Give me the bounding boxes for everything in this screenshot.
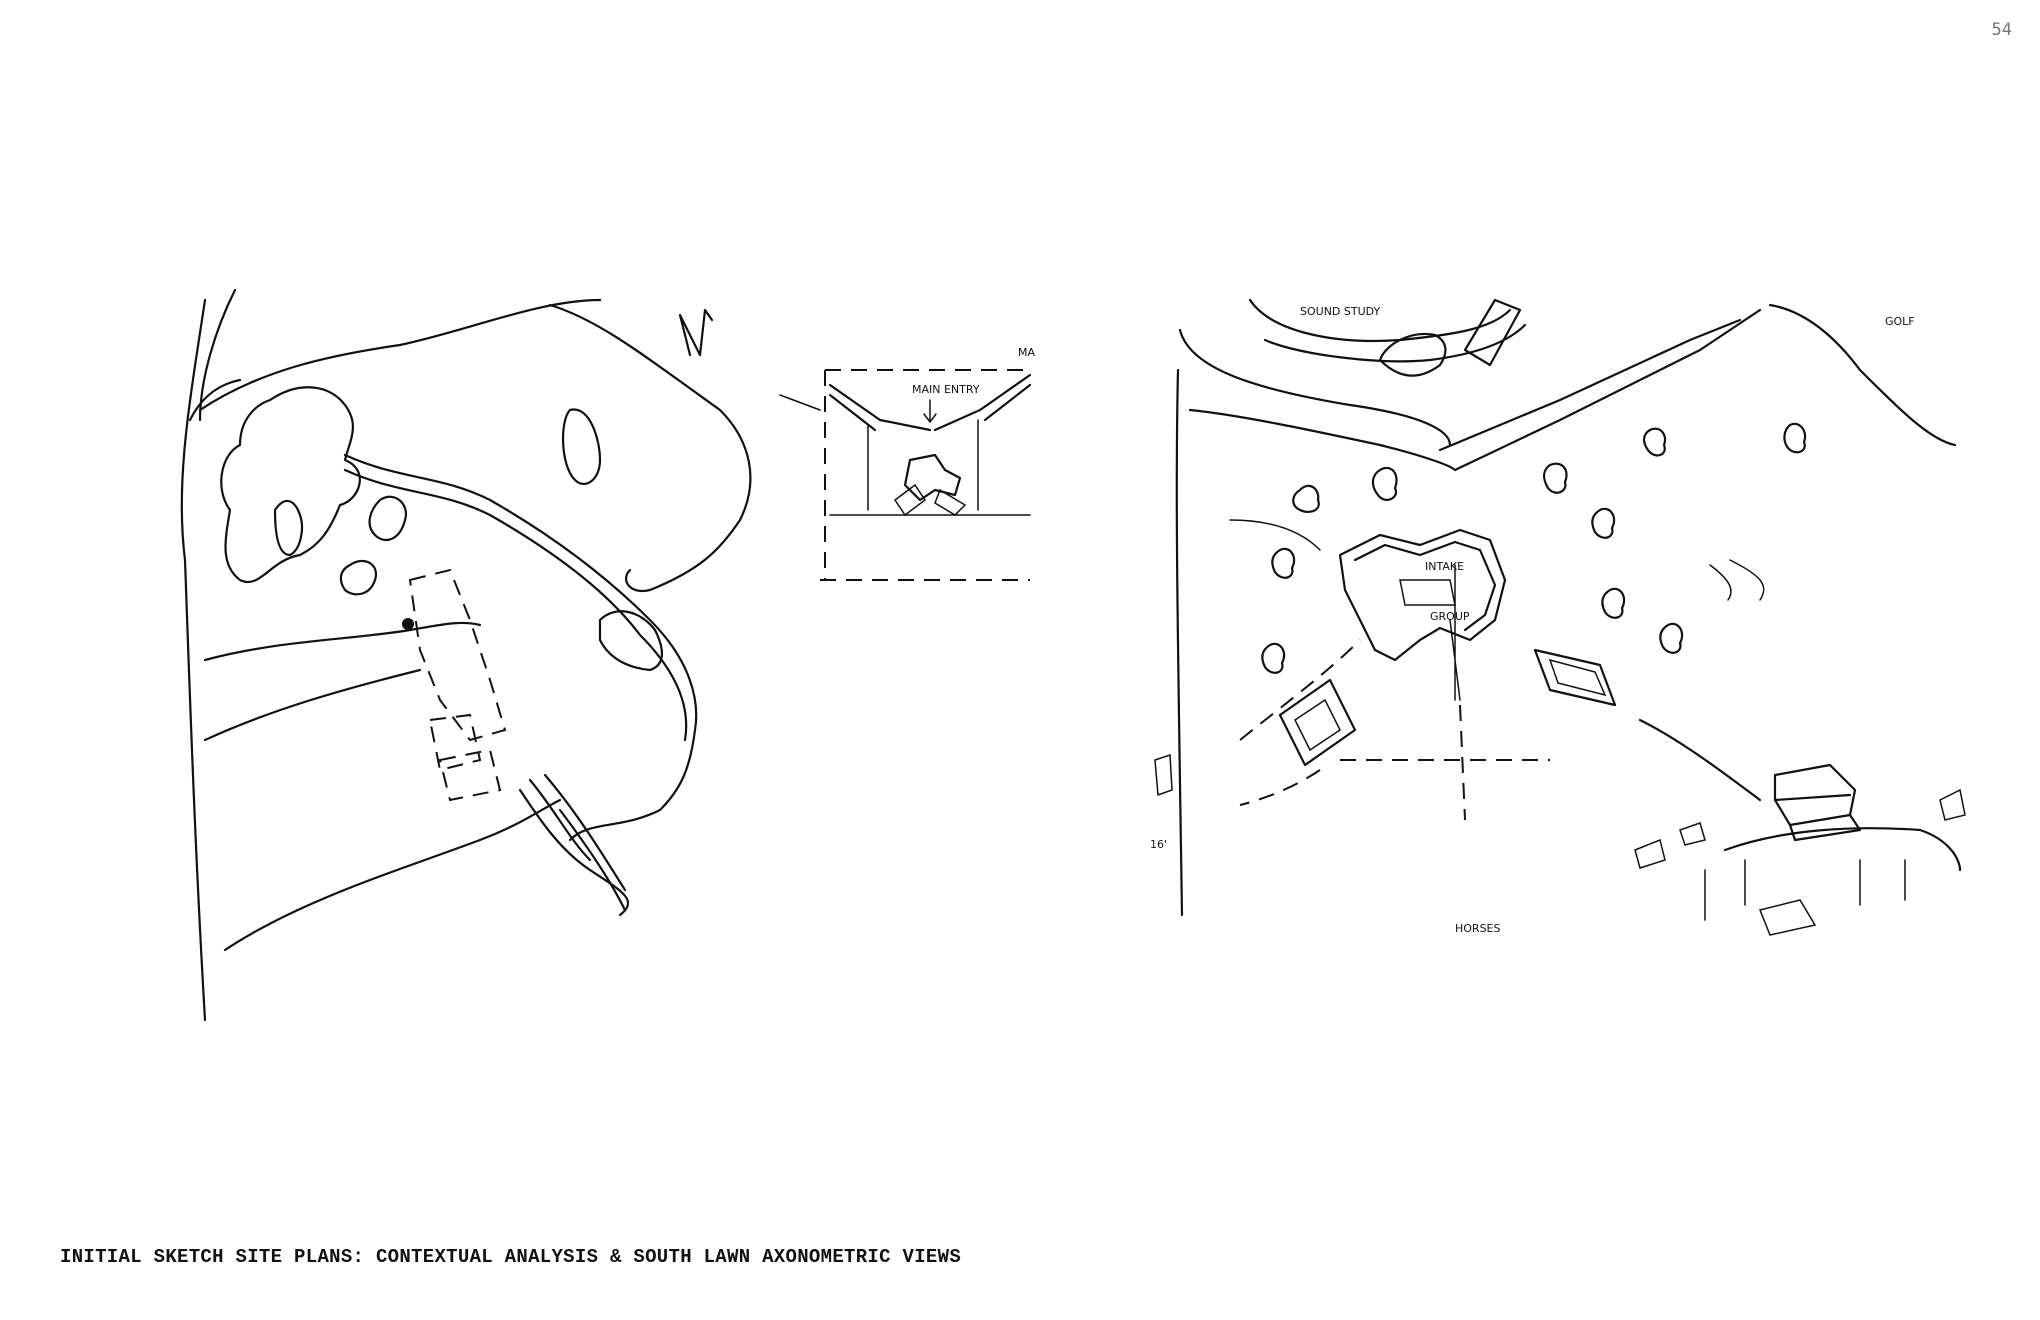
page-caption: INITIAL SKETCH SITE PLANS: CONTEXTUAL AN… [60,1246,962,1268]
page-number: 54 [1991,20,2012,40]
left-site-plan-sketch [180,288,752,1022]
south-lawn-axonometric-sketch: SOUND STUDY GOLF INTAKE GROUP HORSES 16' [1150,298,1966,936]
main-entry-label: MAIN ENTRY [912,383,980,396]
dimension-label: 16' [1150,838,1167,851]
corner-tag-label: MA [1018,346,1035,359]
golf-label: GOLF [1885,315,1915,328]
main-entry-sketch: MAIN ENTRY MA [779,346,1035,581]
horses-label: HORSES [1455,922,1501,935]
intake-label: INTAKE [1425,560,1464,573]
sound-study-label: SOUND STUDY [1300,305,1381,318]
group-label: GROUP [1430,610,1470,623]
